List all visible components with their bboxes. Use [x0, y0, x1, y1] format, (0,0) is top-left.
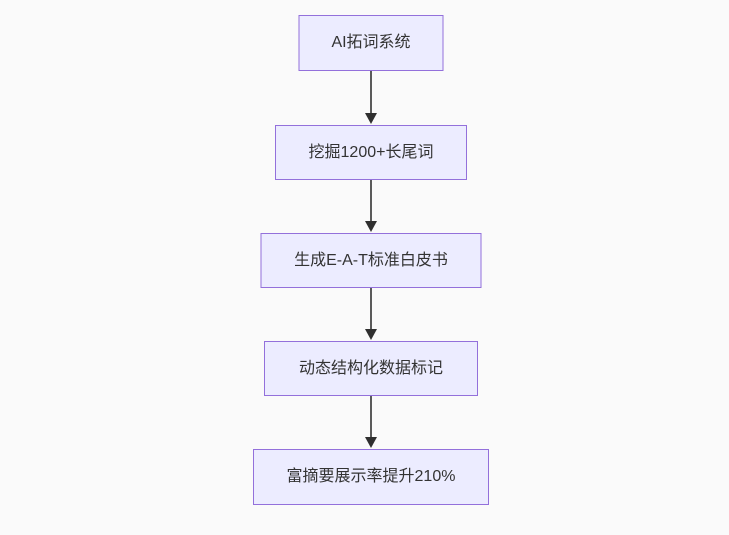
- flow-node-ai-word-expansion-system: AI拓词系统: [298, 15, 444, 71]
- flow-node-mine-longtail-keywords: 挖掘1200+长尾词: [275, 125, 467, 180]
- arrowhead-down-icon: [365, 329, 377, 340]
- edge-arrow-2: [365, 180, 377, 232]
- flow-node-label: 动态结构化数据标记: [298, 359, 443, 377]
- edge-arrow-1: [365, 71, 377, 124]
- flow-node-label: 挖掘1200+长尾词: [308, 143, 434, 161]
- flow-node-label: AI拓词系统: [331, 34, 411, 51]
- flow-node-generate-eat-whitepaper: 生成E-A-T标准白皮书: [260, 233, 482, 288]
- edge-line: [370, 180, 372, 222]
- edge-arrow-4: [365, 396, 377, 448]
- edge-line: [370, 396, 372, 438]
- arrowhead-down-icon: [365, 113, 377, 124]
- flow-node-rich-snippet-rate-increase: 富摘要展示率提升210%: [253, 449, 489, 505]
- edge-line: [370, 288, 372, 330]
- flow-node-label: 生成E-A-T标准白皮书: [294, 251, 448, 269]
- arrowhead-down-icon: [365, 437, 377, 448]
- flow-node-dynamic-structured-data-markup: 动态结构化数据标记: [264, 341, 478, 396]
- arrowhead-down-icon: [365, 221, 377, 232]
- edge-arrow-3: [365, 288, 377, 340]
- flow-node-label: 富摘要展示率提升210%: [286, 468, 456, 485]
- edge-line: [370, 71, 372, 114]
